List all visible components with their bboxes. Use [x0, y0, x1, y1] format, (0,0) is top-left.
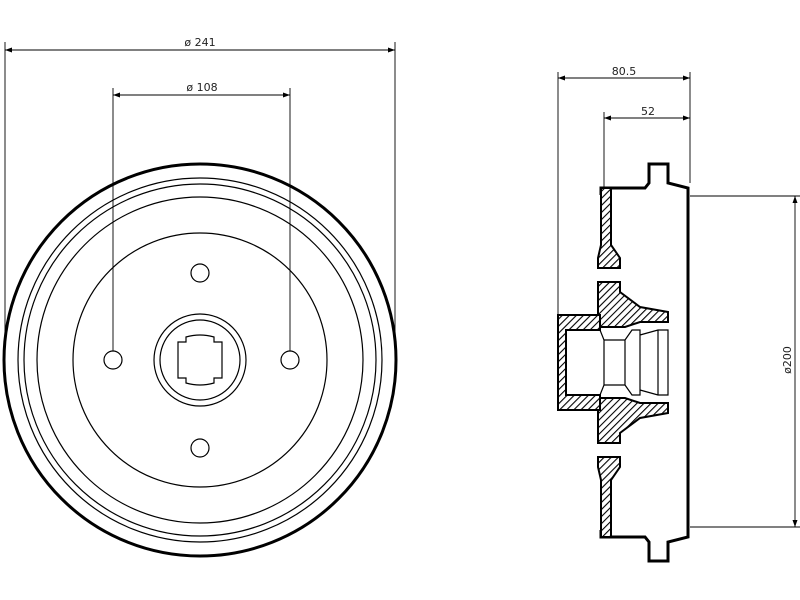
dimension-inner-diameter: ø200	[690, 195, 800, 528]
lower-wall-section	[597, 456, 621, 538]
hub-boss-outer	[557, 314, 601, 411]
inner-diameter-label: ø200	[781, 346, 794, 374]
hub-bore-inner	[566, 329, 605, 396]
upper-hub-flange-section	[597, 281, 669, 328]
hub-inner-circle	[159, 319, 241, 401]
drum-rim-ring-2	[23, 183, 377, 537]
dimension-overall-depth: 80.5	[557, 65, 691, 315]
hub-depth-label: 52	[641, 105, 655, 118]
drum-face-ring	[72, 232, 328, 488]
dimension-bolt-circle: ø 108	[112, 81, 291, 351]
center-hub	[153, 313, 247, 407]
dimension-hub-depth: 52	[603, 105, 690, 188]
hub-splined-bore	[177, 334, 223, 386]
bolt-hole-left	[103, 350, 123, 370]
bolt-hole-top	[190, 263, 210, 283]
lower-hub-flange-section	[597, 397, 669, 444]
dimension-outer-diameter: ø 241	[4, 36, 396, 360]
front-view: ø 241 ø 108	[2, 36, 398, 558]
drum-shell-bottom	[599, 530, 690, 563]
bolt-hole-bottom	[190, 438, 210, 458]
upper-wall-section	[597, 187, 621, 269]
bolt-hole-right	[280, 350, 300, 370]
drum-rim-ring-3	[36, 196, 364, 524]
hub-bore-steps	[604, 329, 669, 396]
bolt-holes	[103, 263, 300, 458]
overall-depth-label: 80.5	[612, 65, 637, 78]
drum-shell-top	[599, 162, 690, 195]
drum-rim-ring-1	[17, 177, 383, 543]
side-view: 80.5 52 ø200	[557, 65, 800, 563]
bolt-circle-label: ø 108	[186, 81, 217, 94]
drum-outer-rim	[2, 162, 398, 558]
hub-outer-circle	[153, 313, 247, 407]
outer-diameter-label: ø 241	[184, 36, 215, 49]
